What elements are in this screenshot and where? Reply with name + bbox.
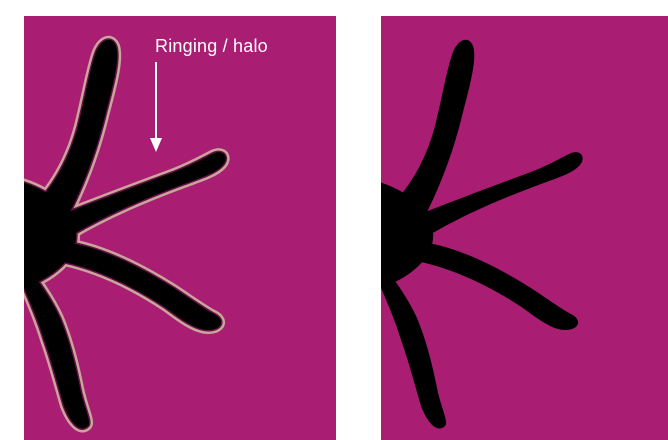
ringing-halo-label: Ringing / halo (155, 35, 268, 57)
panel-with-halo (24, 16, 336, 440)
clean-illustration (381, 16, 668, 440)
halo-illustration (24, 16, 336, 440)
down-arrow-icon (146, 62, 166, 154)
panel-clean (381, 16, 668, 440)
